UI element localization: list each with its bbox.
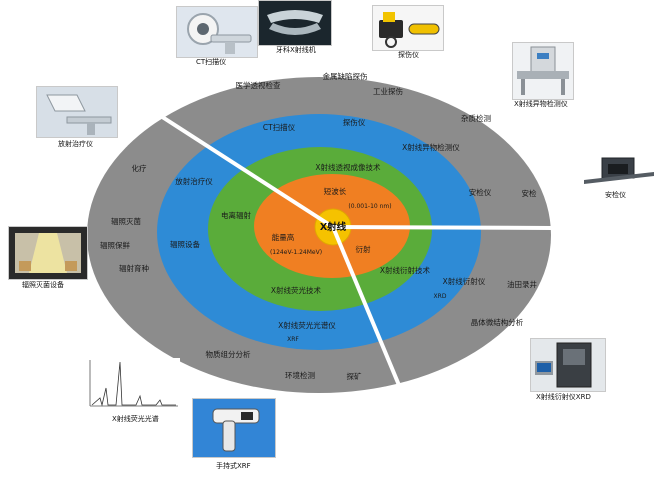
divider-right (332, 225, 553, 230)
label-composition: 物质组分分析 (206, 349, 251, 359)
flaw-detector-photo (372, 5, 444, 51)
label-xrf: XRF (287, 336, 299, 343)
label-diffraction: 衍射 (356, 244, 371, 254)
label-metal-defect: 金属缺陷探伤 (323, 71, 368, 81)
irradiation-photo (8, 226, 88, 280)
label-crystal-analysis: 晶体微结构分析 (471, 317, 524, 327)
xrd-photo (530, 338, 606, 392)
center-label: X射线 (320, 221, 347, 233)
handheld-xrf-icon (193, 399, 275, 457)
ct-scanner-photo (176, 6, 258, 58)
irradiation-caption: 辐照灭菌设备 (22, 281, 64, 289)
label-radiotherapy: 放射治疗仪 (175, 176, 213, 186)
label-fluorescence-spectrometer: X射线荧光光谱仪 (278, 320, 336, 330)
radiotherapy-caption: 放射治疗仪 (58, 140, 93, 148)
foreign-matter-photo (512, 42, 574, 100)
divider-upper-left (151, 109, 335, 229)
dental-xray-photo (258, 0, 332, 46)
label-impurity: 杂质检测 (461, 113, 491, 123)
label-imaging-tech: X射线透视成像技术 (315, 162, 381, 172)
label-short-wavelength: 短波长 (324, 186, 347, 196)
security-machine-caption: 安检仪 (605, 191, 626, 199)
label-security: 安检 (522, 188, 537, 198)
label-industrial-inspection: 工业探伤 (373, 86, 403, 96)
handheld-xrf-caption: 手持式XRF (216, 462, 251, 470)
security-machine-icon (584, 157, 654, 184)
label-foreign-matter: X射线异物检测仪 (402, 142, 460, 152)
label-wavelength-range: (0.001-10 nm) (348, 203, 391, 210)
fluorescence-spectrum-icon (89, 360, 178, 407)
handheld-xrf-photo (192, 398, 276, 458)
divider-lower (331, 226, 403, 391)
ct-scanner-icon (177, 7, 257, 57)
foreign-matter-caption: X射线异物检测仪 (514, 100, 568, 108)
radiotherapy-photo (36, 86, 118, 138)
label-ct-scanner: CT扫描仪 (263, 122, 296, 132)
xrd-diffractometer-icon (531, 339, 605, 391)
label-mining: 探矿 (347, 371, 362, 381)
dental-xray-caption: 牙科X射线机 (276, 46, 316, 54)
irradiation-equipment-icon (9, 227, 87, 279)
label-fluorescence-tech: X射线荧光技术 (271, 285, 322, 295)
label-flaw-detector: 探伤仪 (343, 117, 366, 127)
label-energy-range: (124eV-1.24MeV) (270, 249, 322, 256)
label-diffractometer: X射线衍射仪 (443, 276, 486, 286)
label-oil-logging: 油田录井 (507, 279, 537, 289)
dental-xray-icon (259, 1, 331, 45)
label-medical-inspection: 医学透视检查 (236, 80, 281, 90)
label-preservation: 辐照保鲜 (100, 240, 130, 250)
label-xrd: XRD (434, 293, 447, 300)
label-breeding: 辐射育种 (119, 263, 149, 273)
label-diffraction-tech: X射线衍射技术 (380, 265, 431, 275)
foreign-matter-detector-icon (513, 43, 573, 99)
label-ionizing: 电离辐射 (221, 210, 251, 220)
label-environment: 环境检测 (285, 370, 315, 380)
label-security-machine: 安检仪 (469, 187, 492, 197)
xrd-caption: X射线衍射仪XRD (536, 393, 591, 401)
label-high-energy: 能量高 (272, 232, 295, 242)
security-machine-photo (582, 150, 656, 190)
label-sterilization: 辐照灭菌 (111, 216, 141, 226)
label-medical: 化疗 (132, 163, 147, 173)
label-irradiation-equipment: 辐照设备 (170, 239, 200, 249)
flaw-detector-icon (373, 6, 443, 50)
spectrum-photo (86, 358, 180, 410)
spectrum-caption: X射线荧光光谱 (112, 415, 159, 423)
flaw-detector-caption: 探伤仪 (398, 51, 419, 59)
ct-scanner-caption: CT扫描仪 (196, 58, 227, 66)
radiotherapy-machine-icon (37, 87, 117, 137)
